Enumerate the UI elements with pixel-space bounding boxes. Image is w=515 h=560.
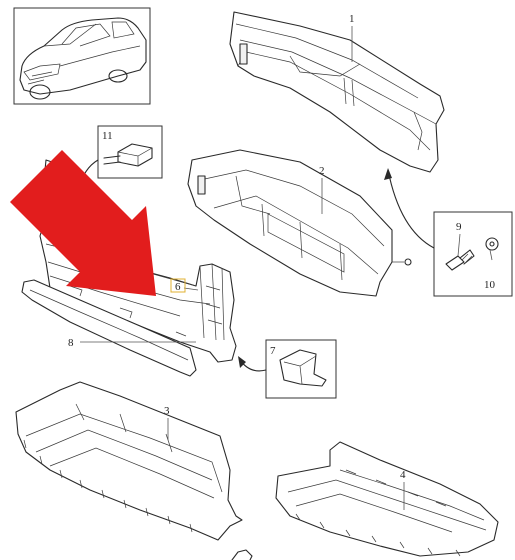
part-1-upper-shroud <box>229 11 445 173</box>
part-bottom-bracket <box>231 549 253 560</box>
part-2-air-guide-frame <box>187 149 412 297</box>
car-thumbnail <box>13 7 151 105</box>
red-pointer-arrow-icon <box>10 150 156 296</box>
callout-9: 9 <box>456 221 462 233</box>
part-9-10-box <box>433 211 513 297</box>
callout-3: 3 <box>164 405 170 417</box>
washer-icon <box>485 237 499 251</box>
car-thumbnail-icon <box>19 17 147 100</box>
callout-6: 6 <box>175 281 181 293</box>
callout-6-highlight <box>170 278 186 293</box>
part-11-box <box>97 125 163 179</box>
part-4-lower-grille <box>275 441 499 557</box>
callout-8: 8 <box>68 337 74 349</box>
callout-10: 10 <box>484 279 496 291</box>
part-7-box <box>265 339 337 399</box>
arrowhead-icon <box>384 168 392 180</box>
callout-1: 1 <box>349 13 355 25</box>
part-3-lower-air-guide <box>15 381 243 541</box>
arrowhead-icon <box>238 356 246 368</box>
callout-7: 7 <box>270 345 276 357</box>
callout-2: 2 <box>319 165 325 177</box>
bolt-icon <box>445 249 475 271</box>
callout-11: 11 <box>102 130 113 142</box>
leader-lines <box>80 26 405 510</box>
part-8-lower-strip <box>21 279 197 377</box>
callout-4: 4 <box>400 469 406 481</box>
